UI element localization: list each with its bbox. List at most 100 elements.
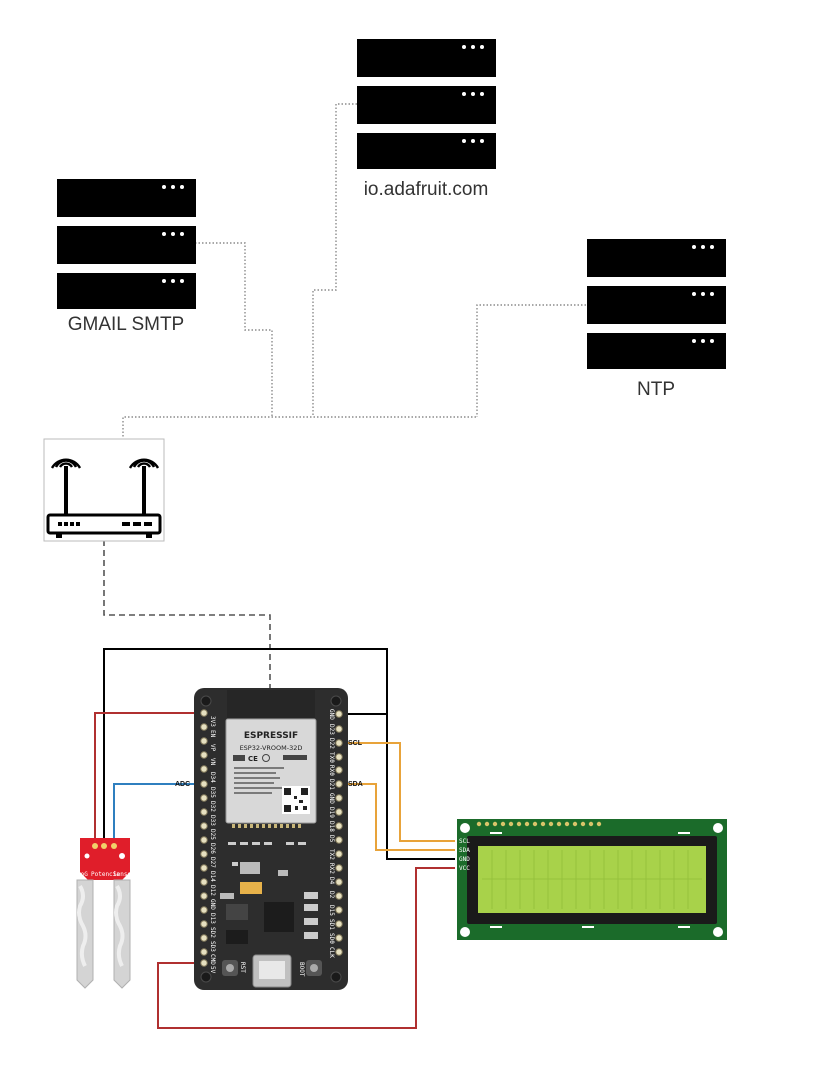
link-gmail bbox=[195, 242, 273, 417]
pin-label: RX0 bbox=[328, 765, 335, 776]
sensor-pin-label: SoG bbox=[77, 871, 88, 878]
lcd-char-grid bbox=[482, 850, 702, 909]
pin-label: CLK bbox=[328, 947, 335, 958]
certification-marks: CE bbox=[233, 754, 307, 763]
module-fineprint bbox=[234, 767, 284, 794]
server-label-gmail: GMAIL SMTP bbox=[68, 314, 184, 335]
pin-label: D13 bbox=[209, 913, 216, 924]
sensor-pin-label: Potencia bbox=[91, 871, 120, 878]
pin-label: RX2 bbox=[328, 863, 335, 874]
server-stack-adafruit: io.adafruit.com bbox=[357, 39, 496, 200]
lcd-header-pins bbox=[476, 821, 602, 827]
server-stack-gmail: GMAIL SMTP bbox=[57, 179, 196, 335]
pin-label: VN bbox=[209, 758, 216, 766]
board-mounting-holes bbox=[200, 695, 342, 983]
pin-label: D2 bbox=[328, 891, 335, 899]
wire-5v-vcc bbox=[157, 867, 455, 1029]
wifi-icon bbox=[50, 458, 82, 469]
pin-label: D25 bbox=[209, 829, 216, 840]
pin-label: VP bbox=[209, 744, 216, 752]
lcd-pin-label: SCL bbox=[459, 838, 470, 845]
pin-label: D32 bbox=[209, 801, 216, 812]
pin-label: D14 bbox=[209, 871, 216, 882]
server-label-ntp: NTP bbox=[637, 379, 675, 400]
pin-label: D21 bbox=[328, 779, 335, 790]
server-leds bbox=[462, 45, 484, 143]
server-unit bbox=[57, 226, 196, 264]
pin-label: GND bbox=[328, 793, 335, 804]
esp32-board: 3V3 EN VP VN D34 D35 D32 D33 D25 D26 D27… bbox=[194, 688, 348, 990]
pin-label: D27 bbox=[209, 857, 216, 868]
lcd-pin-label: GND bbox=[459, 856, 470, 863]
pin-label: D35 bbox=[209, 787, 216, 798]
link-backbone bbox=[122, 416, 477, 440]
sensor-pin-label: Sensor bbox=[113, 871, 135, 878]
pin-label: SD2 bbox=[209, 927, 216, 938]
pin-label: D18 bbox=[328, 821, 335, 832]
pin-label: D33 bbox=[209, 815, 216, 826]
boot-button: BOOT bbox=[298, 960, 322, 977]
pin-label: D15 bbox=[328, 905, 335, 916]
antenna-area bbox=[227, 690, 315, 718]
lcd-mounting-holes bbox=[460, 823, 723, 937]
server-unit bbox=[357, 39, 496, 77]
qr-code-icon bbox=[282, 786, 310, 814]
link-ntp bbox=[476, 304, 586, 417]
wire-scl bbox=[343, 742, 455, 842]
pin-label: CMD bbox=[209, 954, 216, 965]
lcd-pin-labels: SCL SDA GND VCC bbox=[459, 838, 470, 872]
router-body bbox=[46, 513, 162, 535]
pin-label: 5V bbox=[209, 966, 216, 974]
lcd-marks bbox=[490, 832, 690, 928]
pin-label: TX0 bbox=[328, 752, 335, 763]
pin-label: D12 bbox=[209, 885, 216, 896]
pin-label: D4 bbox=[328, 877, 335, 885]
antenna-icon bbox=[64, 466, 146, 516]
signal-label-sda: SDA bbox=[348, 781, 363, 788]
server-stack-ntp: NTP bbox=[587, 239, 726, 400]
link-router-esp32 bbox=[103, 540, 271, 690]
server-leds bbox=[162, 185, 184, 283]
router-leds bbox=[58, 522, 152, 526]
pin-labels-left: 3V3 EN VP VN D34 D35 D32 D33 D25 D26 D27… bbox=[209, 716, 216, 974]
sensor-pins bbox=[92, 843, 117, 849]
pin-label: D5 bbox=[328, 835, 335, 843]
server-unit bbox=[587, 333, 726, 369]
router-foot bbox=[56, 534, 62, 538]
pin-label: D23 bbox=[328, 724, 335, 735]
board-components bbox=[220, 842, 318, 944]
rst-button: RST bbox=[222, 960, 246, 976]
lcd-display: SCL SDA GND VCC bbox=[457, 819, 727, 940]
server-label-adafruit: io.adafruit.com bbox=[364, 179, 489, 200]
pin-label: D34 bbox=[209, 772, 216, 783]
wifi-icon bbox=[128, 458, 160, 469]
wire-3v3-sensor bbox=[94, 712, 198, 845]
module-name: ESP32-VROOM-32D bbox=[240, 744, 303, 752]
sensor-pcb bbox=[80, 838, 130, 880]
pin-label: GND bbox=[209, 899, 216, 910]
header-pins-left bbox=[200, 709, 208, 967]
pin-label: SD1 bbox=[328, 919, 335, 930]
pin-labels-right: GND D23 D22 TX0 RX0 D21 GND D19 D18 D5 T… bbox=[328, 709, 335, 958]
module-brand: ESPRESSIF bbox=[244, 731, 298, 741]
pin-label: D19 bbox=[328, 807, 335, 818]
pin-label: SD0 bbox=[328, 933, 335, 944]
pin-label: 3V3 bbox=[209, 716, 216, 727]
server-leds bbox=[692, 245, 714, 343]
module-pads bbox=[232, 824, 301, 828]
signal-label-adc: ADC bbox=[175, 781, 190, 788]
server-unit bbox=[587, 239, 726, 277]
boot-label: BOOT bbox=[298, 962, 305, 977]
pin-label: D26 bbox=[209, 843, 216, 854]
server-unit bbox=[57, 273, 196, 309]
link-adafruit bbox=[312, 103, 357, 417]
pin-label: GND bbox=[328, 709, 335, 720]
server-unit bbox=[357, 86, 496, 124]
sensor-probes bbox=[76, 879, 131, 989]
server-unit bbox=[357, 133, 496, 169]
lcd-pin-label: SDA bbox=[459, 847, 470, 854]
server-unit bbox=[57, 179, 196, 217]
pin-label: EN bbox=[209, 730, 216, 738]
pin-label: D22 bbox=[328, 738, 335, 749]
